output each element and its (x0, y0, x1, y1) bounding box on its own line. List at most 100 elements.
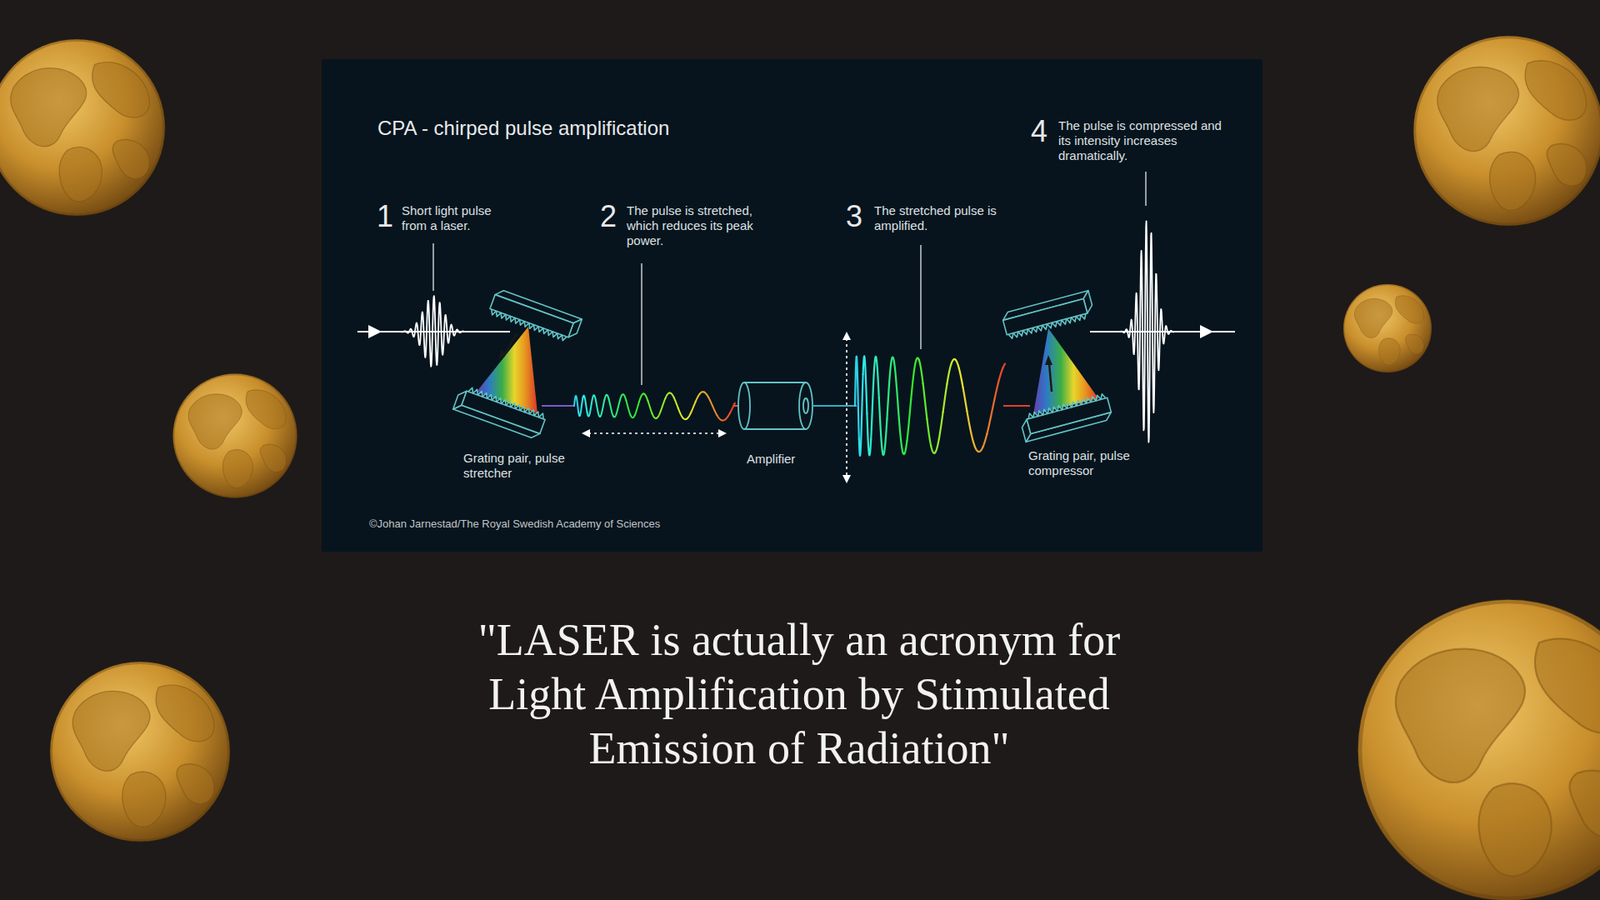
leader-lines (433, 171, 1146, 385)
grating (488, 288, 582, 345)
globe-decorations (0, 35, 1600, 900)
amplified-pulse (926, 419, 931, 446)
step-text: The pulse is compressed and its intensit… (1058, 118, 1230, 164)
arrow-head (581, 429, 590, 438)
leader-line (920, 245, 922, 350)
dashed-arrow (588, 432, 720, 435)
stretched-pulse (660, 398, 665, 410)
wave-group (391, 220, 1187, 455)
grating (1019, 392, 1114, 442)
arrow-head (842, 475, 851, 484)
spectrum-fan (1033, 328, 1099, 415)
stretched-pulse (712, 406, 717, 416)
globe (1358, 600, 1600, 900)
stretched-pulse (591, 395, 596, 404)
stretched-pulse (609, 399, 614, 416)
amplified-pulse (915, 358, 920, 366)
amplified-pulse (966, 410, 971, 433)
amplified-pulse (919, 360, 924, 384)
amplified-pulse (883, 419, 888, 455)
amplified-pulse (995, 380, 1000, 397)
amplified-pulse (895, 368, 900, 419)
callout-number: 3 (845, 200, 863, 234)
stretched-pulse (647, 400, 652, 414)
stretched-pulse (635, 401, 640, 415)
stretched-pulse (725, 412, 730, 420)
amplified-pulse (999, 367, 1004, 380)
amplified-pulse (910, 365, 915, 400)
amplified-pulse (935, 439, 940, 454)
stretched-pulse (704, 392, 709, 398)
callout-number: 2 (600, 200, 617, 234)
stretched-pulse (733, 402, 735, 405)
amplified-pulse (859, 374, 864, 456)
stretched-pulse (730, 404, 735, 414)
amplified-pulse (899, 419, 904, 454)
amplified-pulse (986, 415, 991, 434)
stretched-pulse (587, 403, 592, 416)
amplified-pulse (946, 365, 951, 385)
stretched-pulse (578, 398, 583, 417)
globe (1343, 284, 1432, 373)
stretched-pulse (695, 394, 700, 403)
callout-number: 4 (1030, 115, 1048, 149)
stretched-pulse (625, 400, 630, 416)
amplified-pulse (990, 396, 995, 416)
dashed-arrow (845, 338, 848, 477)
stretched-pulse (686, 412, 691, 420)
amplified-pulse (970, 432, 975, 447)
stretched-pulse (600, 400, 605, 417)
arrow-head (718, 429, 727, 438)
stretched-pulse (669, 392, 674, 397)
stretched-pulse (674, 397, 679, 409)
step-text: The stretched pulse is amplified. (874, 203, 1000, 234)
amplified-pulse (855, 356, 860, 440)
stretched-pulse (665, 392, 670, 399)
stretched-pulse (617, 395, 622, 410)
stretched-pulse (639, 393, 644, 402)
beam-line (541, 405, 575, 407)
arrow-head (368, 325, 382, 339)
grating (453, 384, 547, 440)
step-text: The pulse is stretched, which reduces it… (626, 203, 773, 249)
amplified-pulse (955, 359, 960, 369)
part-label: Amplifier (746, 451, 847, 467)
stretched-pulse (708, 397, 713, 407)
globe (0, 39, 165, 216)
amplified-pulse (890, 357, 895, 370)
amplified-pulse (939, 411, 944, 439)
leader-line (432, 243, 435, 291)
amplified-pulse (943, 384, 948, 413)
amplified-pulse (886, 363, 891, 420)
amplified-pulse (979, 446, 984, 452)
leader-line (1145, 171, 1147, 206)
amplified-pulse (959, 368, 964, 388)
amplifier-symbol (733, 382, 857, 430)
stretched-pulse (717, 415, 722, 421)
light-pulse (391, 295, 477, 367)
stretched-pulse (656, 410, 661, 419)
quote-caption: "LASER is actually an acronym for Light … (428, 613, 1170, 776)
diagram-title: CPA - chirped pulse amplification (377, 116, 670, 140)
stretched-pulse (582, 395, 587, 413)
amplified-pulse (975, 446, 980, 452)
input-beam (357, 325, 510, 339)
arrow-head (1045, 355, 1053, 365)
stretched-pulse (621, 394, 626, 400)
part-label: Grating pair, pulse stretcher (463, 450, 572, 481)
step-text: Short light pulse from a laser. (401, 203, 519, 234)
beam-line (1003, 405, 1030, 407)
stretched-pulse (613, 410, 618, 418)
amplified-pulse (906, 400, 911, 441)
stretched-pulse (652, 413, 657, 419)
callout-number: 1 (376, 200, 394, 234)
stretch-indicator (581, 429, 727, 438)
amplified-pulse (963, 387, 968, 411)
stretched-pulse (643, 393, 648, 400)
part-label: Grating pair, pulse compressor (1028, 448, 1141, 479)
grating (1001, 290, 1096, 340)
stretched-pulse (690, 401, 695, 412)
amplified-pulse (863, 355, 868, 414)
arrow-head (1200, 325, 1214, 339)
amplified-pulse (923, 383, 928, 419)
